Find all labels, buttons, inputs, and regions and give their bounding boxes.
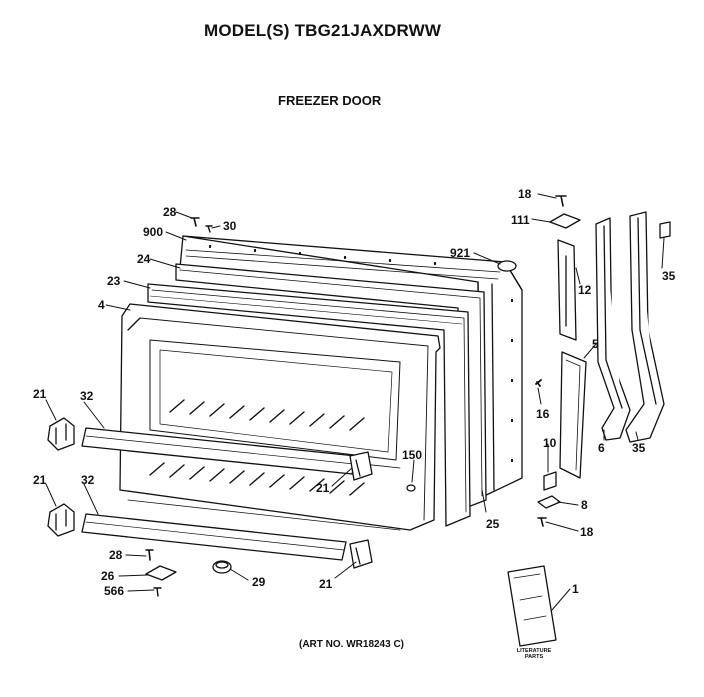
literature-parts-label: LITERATURE PARTS — [516, 648, 552, 660]
hinge-bracket-12 — [557, 239, 577, 341]
callout-35-top: 35 — [662, 269, 676, 283]
callout-23: 23 — [107, 274, 121, 288]
callout-28-bottom: 28 — [109, 548, 123, 562]
literature-booklet — [507, 565, 557, 647]
screw-30 — [205, 225, 213, 233]
callout-18-bottom: 18 — [580, 525, 594, 539]
leader-lines — [45, 193, 665, 611]
callout-26: 26 — [101, 569, 115, 583]
bumper-29 — [212, 560, 232, 574]
callout-35-bottom: 35 — [632, 441, 646, 455]
callout-24: 24 — [137, 252, 151, 266]
shelf-end-cap-right-upper — [349, 451, 373, 481]
callout-18-top: 18 — [518, 187, 532, 201]
shelf-end-cap-left-lower — [47, 503, 75, 537]
handle-35 — [625, 211, 665, 443]
shelf-end-cap-left-upper — [47, 417, 75, 451]
callout-21-a: 21 — [33, 387, 47, 401]
hinge-bracket-5 — [559, 351, 587, 479]
callout-921: 921 — [450, 246, 471, 260]
callout-25: 25 — [486, 517, 500, 531]
shelf-end-cap-right-lower — [349, 539, 373, 569]
hinge-pin-8 — [537, 495, 561, 509]
screw-18-top — [555, 195, 567, 207]
callout-10: 10 — [543, 436, 557, 450]
door-shelf-bar-lower — [81, 513, 347, 561]
callout-32-b: 32 — [81, 473, 95, 487]
art-number: (ART NO. WR18243 C) — [299, 639, 405, 650]
callout-21-c: 21 — [33, 473, 47, 487]
screw-18-bottom — [537, 517, 547, 527]
callout-111: 111 — [511, 213, 530, 227]
callout-4: 4 — [98, 298, 105, 312]
callout-12: 12 — [578, 283, 592, 297]
callout-32-a: 32 — [80, 389, 94, 403]
callout-150: 150 — [402, 448, 423, 462]
handle-cap-35 — [659, 221, 671, 239]
callout-6: 6 — [598, 441, 605, 455]
door-liner — [119, 303, 441, 531]
bushing-10 — [543, 471, 557, 491]
callout-8: 8 — [581, 498, 588, 512]
model-title: MODEL(S) TBG21JAXDRWW — [204, 21, 442, 40]
screw-150 — [406, 484, 416, 492]
screw-16 — [535, 379, 542, 387]
plug-921 — [497, 260, 517, 272]
callout-900: 900 — [143, 225, 164, 239]
screw-28-top — [190, 217, 200, 227]
callout-5: 5 — [592, 337, 599, 351]
screw-566 — [153, 587, 162, 597]
door-shelf-bar-upper — [81, 427, 357, 475]
section-title: FREEZER DOOR — [278, 93, 382, 108]
hinge-cap-111 — [549, 213, 581, 229]
callout-21-d: 21 — [319, 577, 333, 591]
callout-16: 16 — [536, 407, 550, 421]
screw-28-bottom — [145, 549, 154, 561]
handle-6 — [595, 217, 631, 441]
callout-566: 566 — [104, 584, 125, 598]
callout-1: 1 — [572, 582, 579, 596]
clip-26 — [145, 565, 177, 581]
callout-28-top: 28 — [163, 205, 177, 219]
callout-29: 29 — [252, 575, 266, 589]
callout-30: 30 — [223, 219, 237, 233]
callout-21-b: 21 — [316, 481, 330, 495]
breaker-strip — [147, 283, 471, 527]
